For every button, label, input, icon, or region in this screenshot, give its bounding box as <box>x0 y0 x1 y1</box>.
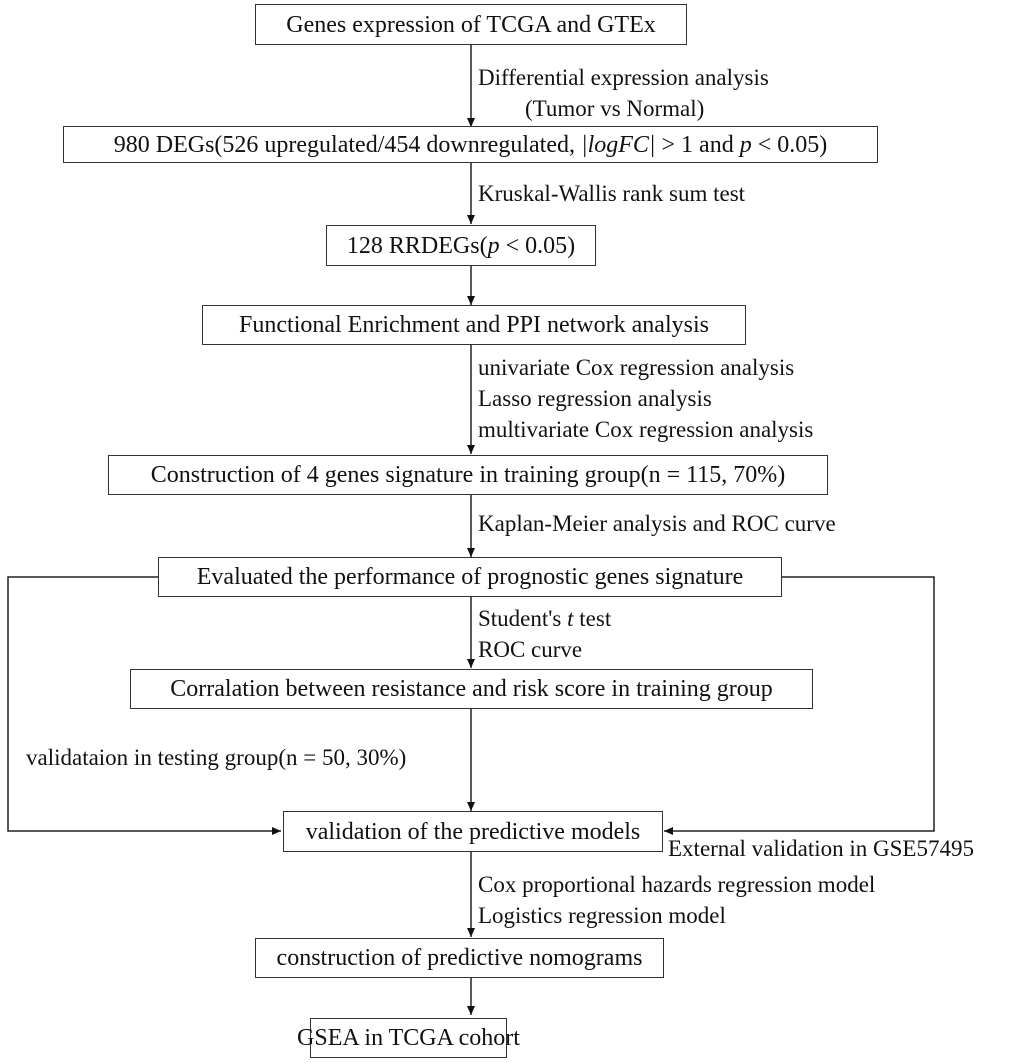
edge-label-differential: Differential expression analysis (Tumor … <box>478 62 769 124</box>
node-text-prefix: 980 DEGs(526 upregulated/454 downregulat… <box>113 131 581 158</box>
edge-label-line: Differential expression analysis <box>478 65 769 90</box>
label-text: Student's <box>478 606 568 631</box>
arrow-left-loop <box>7 576 281 835</box>
node-text-suffix: < 0.05) <box>751 131 828 158</box>
node-text-italic: |logFC| <box>580 131 656 158</box>
edge-label-line: univariate Cox regression analysis <box>478 355 795 380</box>
node-text: 980 DEGs(526 upregulated/454 downregulat… <box>114 133 827 157</box>
edge-label-line: Kruskal-Wallis rank sum test <box>478 181 746 206</box>
node-text: Evaluated the performance of prognostic … <box>196 564 744 590</box>
label-text: test <box>573 606 612 631</box>
node-text: validation of the predictive models <box>305 818 641 845</box>
node-construction-signature: Construction of 4 genes signature in tra… <box>108 455 828 495</box>
node-genes-expression: Genes expression of TCGA and GTEx <box>255 4 687 45</box>
node-text: Genes expression of TCGA and GTEx <box>286 11 656 38</box>
node-corralation: Corralation between resistance and risk … <box>130 669 813 709</box>
edge-label-external-validation: External validation in GSE57495 <box>668 833 974 864</box>
label-italic: t <box>567 606 574 631</box>
edge-label-testing-group: validataion in testing group(n = 50, 30%… <box>26 742 406 773</box>
node-degs: 980 DEGs(526 upregulated/454 downregulat… <box>63 126 878 163</box>
edge-label-cox-logistics: Cox proportional hazards regression mode… <box>478 869 875 931</box>
edge-label-line: (Tumor vs Normal) <box>525 96 705 122</box>
node-gsea: GSEA in TCGA cohort <box>297 1018 520 1058</box>
node-text: Functional Enrichment and PPI network an… <box>239 312 709 338</box>
edge-label-line: External validation in GSE57495 <box>668 836 974 861</box>
edge-label-line: multivariate Cox regression analysis <box>478 417 814 443</box>
node-text: Construction of 4 genes signature in tra… <box>150 462 786 488</box>
node-text: 128 RRDEGs(p < 0.05) <box>347 234 575 258</box>
node-rrdegs: 128 RRDEGs(p < 0.05) <box>326 225 596 266</box>
node-text-prefix: 128 RRDEGs( <box>346 232 488 259</box>
node-validation-models: validation of the predictive models <box>283 811 663 852</box>
node-text-italic: p <box>487 232 500 259</box>
arrow-right-loop <box>664 576 935 835</box>
node-text: construction of predictive nomograms <box>276 945 643 971</box>
node-text-suffix: < 0.05) <box>499 232 576 259</box>
node-evaluated-performance: Evaluated the performance of prognostic … <box>158 557 782 597</box>
edge-label-line: Cox proportional hazards regression mode… <box>478 872 876 897</box>
edge-label-kruskal: Kruskal-Wallis rank sum test <box>478 178 745 209</box>
node-text-mid: > 1 and <box>655 131 740 158</box>
edge-label-line: Student's t test <box>478 603 611 634</box>
node-nomograms: construction of predictive nomograms <box>255 938 664 978</box>
edge-label-line: Kaplan-Meier analysis and ROC curve <box>478 511 836 536</box>
edge-label-line: validataion in testing group(n = 50, 30%… <box>26 745 407 770</box>
node-text-italic: p <box>739 131 752 158</box>
edge-label-line: Logistics regression model <box>478 903 726 929</box>
edge-label-regression: univariate Cox regression analysis Lasso… <box>478 352 813 445</box>
edge-label-line: ROC curve <box>478 637 583 663</box>
node-functional-enrichment: Functional Enrichment and PPI network an… <box>202 305 746 345</box>
node-text: GSEA in TCGA cohort <box>297 1025 520 1051</box>
node-text: Corralation between resistance and risk … <box>170 676 773 702</box>
edge-label-kaplan-meier: Kaplan-Meier analysis and ROC curve <box>478 508 836 539</box>
edge-label-line: Lasso regression analysis <box>478 386 712 412</box>
edge-label-student: Student's t test ROC curve <box>478 603 611 665</box>
